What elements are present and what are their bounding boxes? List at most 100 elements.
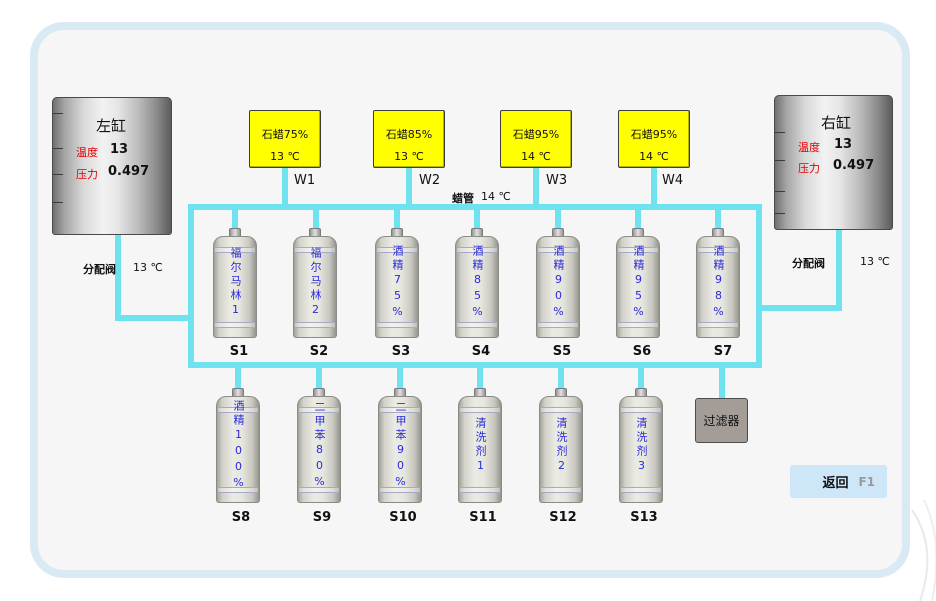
station-feed-pipe-s8 [235, 367, 241, 390]
wax-tank-name: 石蜡75% [261, 128, 309, 141]
filter-label: 过滤器 [703, 414, 740, 428]
level-tick [53, 202, 63, 203]
bottle-body: 福尔马林2 [293, 236, 337, 338]
reagent-label: 福尔马林2 [309, 247, 322, 319]
right-valve-temp: 13 ℃ [860, 255, 890, 268]
left-tank-pipe-horizontal [115, 315, 191, 321]
bottle-body: 酒精98% [696, 236, 740, 338]
right-valve-label: 分配阀 [792, 257, 825, 270]
reagent-label: 二甲苯80% [313, 400, 326, 491]
pressure-value: 0.497 [108, 164, 150, 179]
reagent-label: 酒精95% [632, 245, 645, 321]
pressure-label: 压力 [76, 168, 98, 181]
left-valve-label: 分配阀 [83, 263, 116, 276]
station-id-label: S3 [391, 344, 411, 359]
station-feed-pipe-s5 [555, 209, 561, 230]
reagent-label: 清洗剂1 [474, 416, 487, 475]
temperature-label: 温度 [76, 146, 98, 159]
return-button-label: 返回 [822, 476, 849, 491]
station-id-label: S9 [312, 510, 332, 525]
station-feed-pipe-s2 [313, 209, 319, 230]
level-tick [53, 148, 63, 149]
bottle-body: 清洗剂3 [619, 396, 663, 503]
station-id-label: S4 [471, 344, 491, 359]
level-tick [775, 213, 785, 214]
tank-title: 左缸 [96, 117, 127, 135]
wax-feed-pipe-w1 [282, 167, 288, 206]
main-pipe-left [188, 204, 194, 368]
pressure-value: 0.497 [833, 158, 875, 173]
wax-tank-temp: 14 ℃ [521, 150, 551, 163]
wax-tank-name: 石蜡95% [512, 128, 560, 141]
reagent-label: 酒精85% [471, 245, 484, 321]
bottle-body: 酒精85% [455, 236, 499, 338]
main-pipe-right [756, 204, 762, 368]
reagent-label: 酒精90% [552, 245, 565, 321]
temperature-value: 13 [834, 137, 853, 152]
station-s11: 清洗剂1 [458, 388, 502, 503]
station-s4: 酒精85% [455, 228, 499, 338]
tank-title: 右缸 [821, 114, 852, 132]
station-id-label: S10 [389, 510, 417, 525]
temperature-label: 温度 [798, 141, 820, 154]
bottle-body: 福尔马林1 [213, 236, 257, 338]
wax-tank-temp: 13 ℃ [394, 150, 424, 163]
filter-feed-pipe [719, 366, 725, 399]
station-s9: 二甲苯80% [297, 388, 341, 503]
station-id-label: S13 [630, 510, 658, 525]
left-valve-temp: 13 ℃ [133, 261, 163, 274]
station-id-label: S12 [549, 510, 577, 525]
station-s1: 福尔马林1 [213, 228, 257, 338]
station-s8: 酒精100% [216, 388, 260, 503]
station-s10: 二甲苯90% [378, 388, 422, 503]
reagent-label: 清洗剂3 [635, 416, 648, 475]
left-tank-pipe-vertical [115, 234, 121, 321]
station-s7: 酒精98% [696, 228, 740, 338]
bottle-body: 清洗剂2 [539, 396, 583, 503]
left-tank: 左缸 温度 13 压力 0.497 [52, 97, 172, 235]
station-feed-pipe-s1 [232, 209, 238, 230]
level-tick [53, 113, 63, 114]
level-tick [775, 160, 785, 161]
station-feed-pipe-s3 [394, 209, 400, 230]
return-hotkey-label: F1 [858, 474, 875, 489]
wax-feed-pipe-w2 [406, 167, 412, 206]
reagent-label: 二甲苯90% [394, 400, 407, 491]
decorative-swoosh [911, 499, 936, 601]
bottle-body: 酒精100% [216, 396, 260, 503]
bottle-body: 二甲苯90% [378, 396, 422, 503]
station-feed-pipe-s4 [474, 209, 480, 230]
main-pipe-top [188, 204, 762, 210]
right-tank-pipe-vertical [836, 229, 842, 311]
station-feed-pipe-s10 [397, 367, 403, 390]
reagent-label: 酒精98% [712, 245, 725, 321]
reagent-label: 酒精75% [391, 245, 404, 321]
station-id-label: S6 [632, 344, 652, 359]
station-s13: 清洗剂3 [619, 388, 663, 503]
reagent-label: 福尔马林1 [229, 247, 242, 319]
bottle-body: 二甲苯80% [297, 396, 341, 503]
station-id-label: S1 [229, 344, 249, 359]
station-feed-pipe-s13 [638, 367, 644, 390]
wax-tank-id-label: W2 [419, 173, 441, 188]
level-tick [53, 174, 63, 175]
wax-tank-temp: 13 ℃ [270, 150, 300, 163]
station-id-label: S11 [469, 510, 497, 525]
station-s3: 酒精75% [375, 228, 419, 338]
station-id-label: S5 [552, 344, 572, 359]
wax-tank-w4: 石蜡95% 14 ℃ [618, 110, 690, 168]
station-s5: 酒精90% [536, 228, 580, 338]
bottle-body: 酒精95% [616, 236, 660, 338]
wax-tank-name: 石蜡95% [630, 128, 678, 141]
return-button[interactable]: 返回 F1 [790, 465, 887, 498]
station-id-label: S7 [713, 344, 733, 359]
station-feed-pipe-s12 [558, 367, 564, 390]
wax-tank-id-label: W1 [294, 173, 316, 188]
wax-feed-pipe-w4 [651, 167, 657, 206]
pressure-label: 压力 [798, 162, 820, 175]
station-s2: 福尔马林2 [293, 228, 337, 338]
station-id-label: S8 [231, 510, 251, 525]
temperature-value: 13 [110, 142, 129, 157]
reagent-label: 酒精100% [232, 399, 245, 492]
filter-unit: 过滤器 [695, 398, 748, 443]
